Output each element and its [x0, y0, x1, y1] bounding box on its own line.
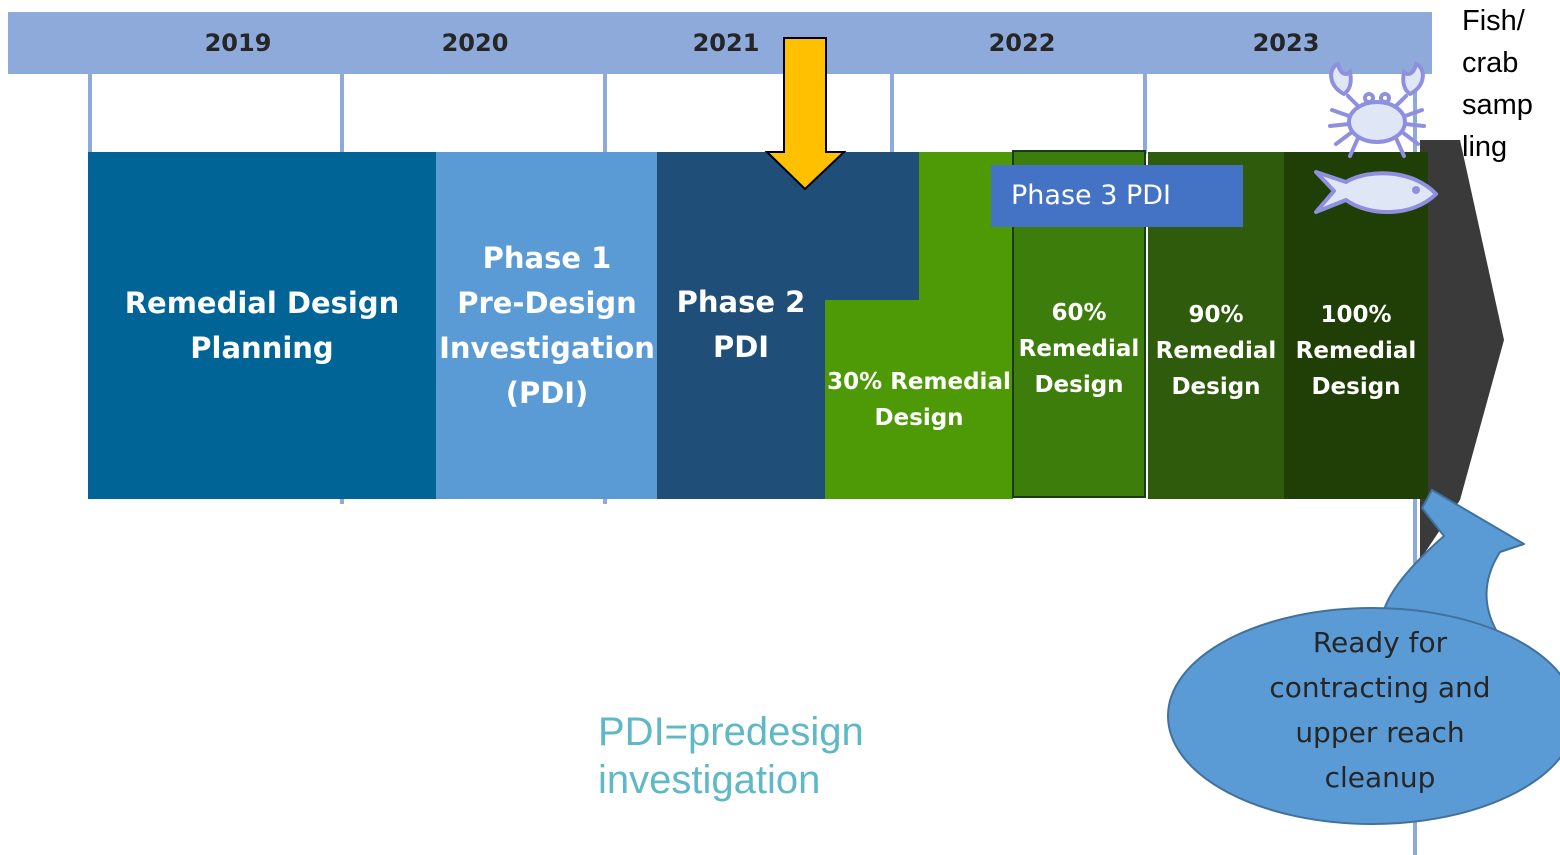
down-arrow-icon — [764, 37, 847, 191]
year-divider — [890, 74, 894, 154]
phase-30-remedial-design: 30% Remedial Design — [825, 300, 1013, 499]
year-label-2019: 2019 — [204, 29, 272, 57]
year-label-2021: 2021 — [692, 29, 760, 57]
year-label-2020: 2020 — [441, 29, 509, 57]
pdi-definition-note: PDI=predesign investigation — [598, 710, 864, 802]
timeline-end-arrow — [1420, 140, 1504, 560]
year-label-2022: 2022 — [988, 29, 1056, 57]
phase-remedial-design-planning: Remedial Design Planning — [88, 152, 436, 499]
year-divider — [1143, 74, 1147, 154]
year-divider — [88, 74, 92, 154]
fish-icon — [1314, 170, 1438, 215]
fish-crab-sampling-label: Fish/ crab samp ling — [1462, 5, 1533, 163]
curved-arrow-icon — [1167, 489, 1560, 825]
phase-2-pdi: Phase 2 PDI — [657, 152, 825, 499]
year-label-2023: 2023 — [1252, 29, 1320, 57]
phase-3-pdi-box: Phase 3 PDI — [991, 165, 1243, 227]
phase-1-pdi: Phase 1 Pre-Design Investigation (PDI) — [436, 152, 658, 499]
year-header-bar — [8, 12, 1432, 74]
ready-for-contracting-label: Ready for contracting and upper reach cl… — [1269, 626, 1491, 794]
ready-bubble — [1167, 607, 1560, 825]
crab-icon — [1328, 61, 1426, 158]
